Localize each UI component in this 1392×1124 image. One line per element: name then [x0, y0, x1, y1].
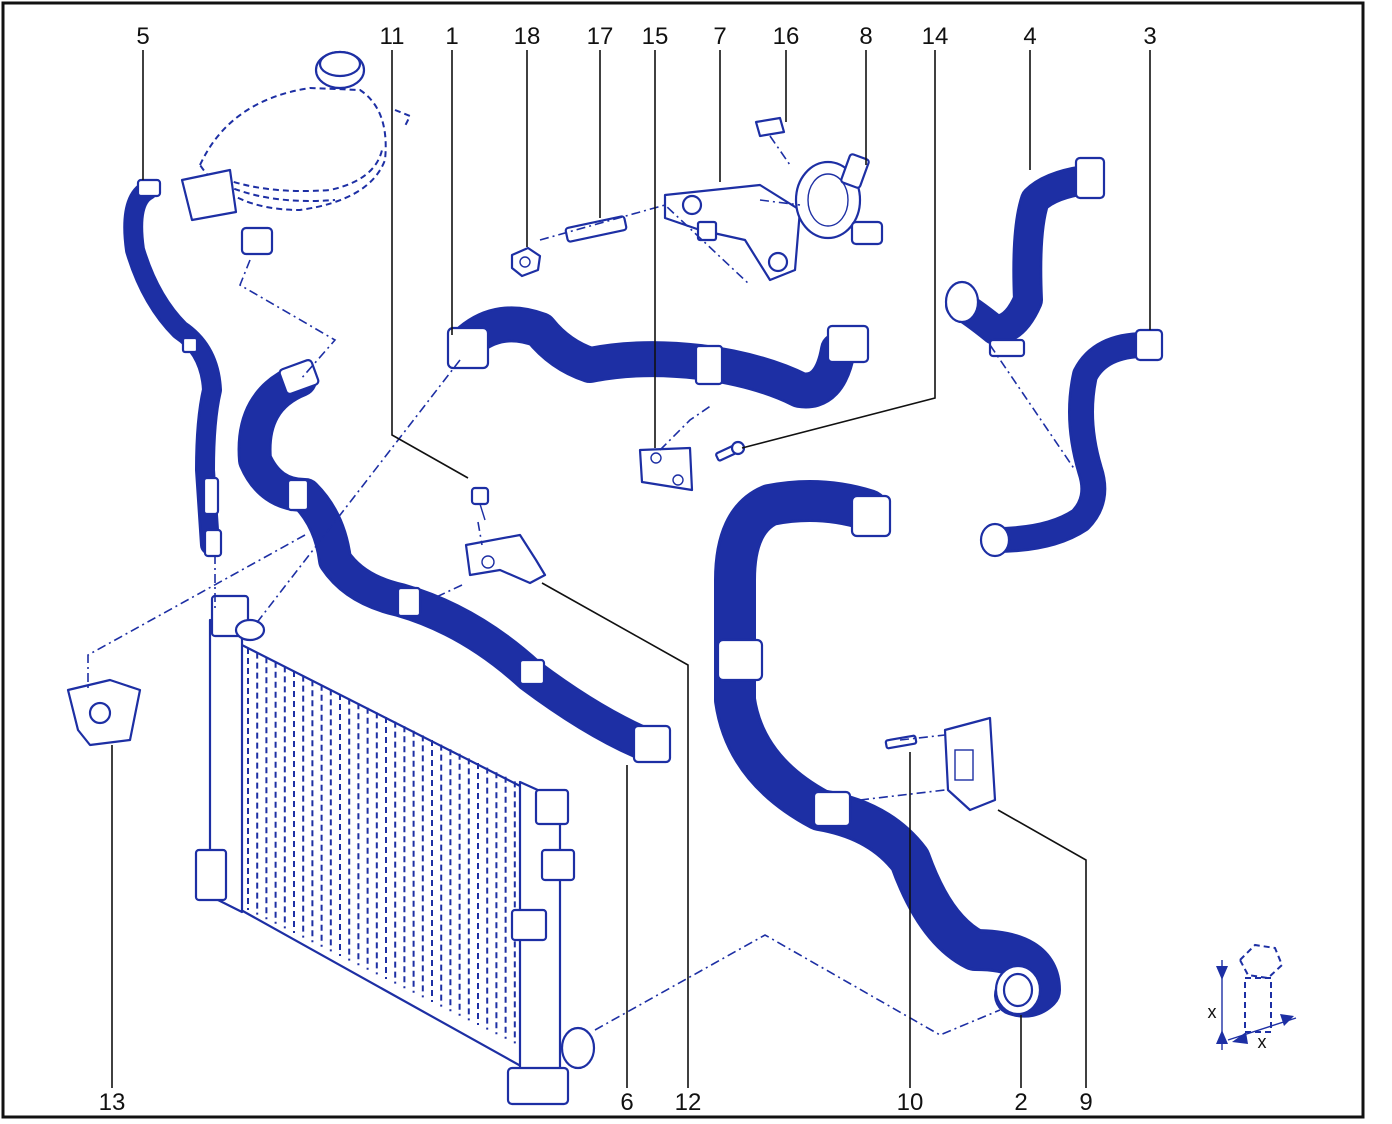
hose-3 [979, 328, 1164, 558]
callout-18: 18 [514, 23, 541, 50]
screw-11 [470, 486, 490, 521]
screw-14 [715, 440, 746, 462]
hose-4 [944, 156, 1106, 358]
callout-11: 11 [380, 23, 405, 50]
pump-bracket-7 [663, 183, 802, 282]
bracket-12 [464, 533, 547, 585]
callout-2: 2 [1014, 1089, 1027, 1116]
radiator [194, 594, 596, 1106]
radiator-fins [247, 648, 516, 1044]
dimension-x-height: x [1208, 1002, 1217, 1022]
screw-10 [884, 734, 918, 750]
hose-6 [237, 358, 672, 764]
bolt-detail [1216, 943, 1297, 1050]
bracket-9 [943, 716, 997, 812]
stud-17 [564, 215, 628, 243]
hose-2 [714, 480, 1061, 1018]
callout-16: 16 [773, 23, 800, 50]
callout-6: 6 [620, 1089, 633, 1116]
callout-9: 9 [1079, 1089, 1092, 1116]
callout-15: 15 [642, 23, 669, 50]
hose-5 [123, 178, 223, 558]
callout-1: 1 [445, 23, 458, 50]
callout-12: 12 [675, 1089, 702, 1116]
callout-5: 5 [136, 23, 149, 50]
assembly-lines [87, 135, 1076, 1036]
callout-3: 3 [1143, 23, 1156, 50]
leader-lines [111, 50, 1151, 1088]
callout-13: 13 [99, 1089, 126, 1116]
bracket-15 [638, 446, 694, 492]
clip-16 [754, 116, 786, 138]
frame-border [1, 1, 1365, 1119]
hose-1 [446, 306, 870, 409]
callout-labels: 5 11 1 18 17 15 7 16 8 14 4 3 13 6 12 10… [99, 23, 1267, 1116]
water-pump-8 [794, 153, 884, 246]
callout-14: 14 [922, 23, 949, 50]
nut-18 [510, 246, 542, 278]
callout-7: 7 [713, 23, 726, 50]
callout-17: 17 [587, 23, 614, 50]
bracket-13 [66, 678, 142, 747]
callout-8: 8 [859, 23, 872, 50]
callout-10: 10 [897, 1089, 924, 1116]
dimension-x-diameter: x [1258, 1032, 1267, 1052]
callout-4: 4 [1023, 23, 1036, 50]
expansion-tank [180, 50, 412, 256]
